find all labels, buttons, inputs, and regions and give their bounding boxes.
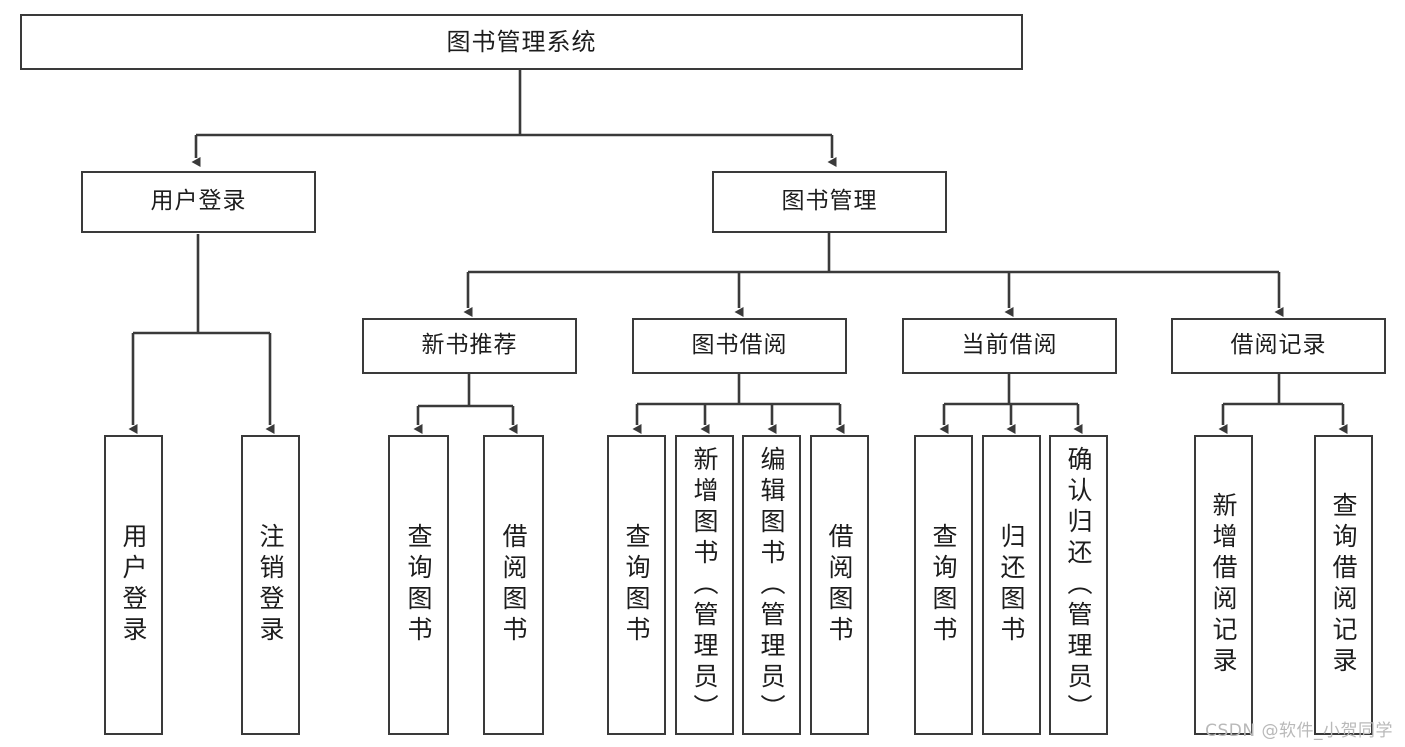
node-root[interactable]: 图书管理系统 [20, 14, 1023, 70]
node-leaf-query-book-c-label: 查询图书 [929, 523, 958, 647]
node-current-borrow[interactable]: 当前借阅 [902, 318, 1117, 374]
node-current-borrow-label: 当前借阅 [961, 332, 1058, 359]
node-leaf-logout-login[interactable]: 注销登录 [241, 435, 300, 735]
csdn-watermark: CSDN @软件_小贺同学 [1205, 721, 1393, 741]
node-leaf-return-book[interactable]: 归还图书 [982, 435, 1041, 735]
node-book-manage[interactable]: 图书管理 [712, 171, 947, 233]
node-leaf-query-book-a-label: 查询图书 [404, 523, 433, 647]
node-leaf-query-book-a[interactable]: 查询图书 [388, 435, 449, 735]
node-leaf-borrow-book-b-label: 借阅图书 [825, 523, 854, 647]
node-leaf-add-borrow-record-label: 新增借阅记录 [1209, 492, 1238, 678]
node-leaf-borrow-book-b[interactable]: 借阅图书 [810, 435, 869, 735]
node-leaf-query-book-b-label: 查询图书 [622, 523, 651, 647]
node-leaf-edit-book-admin[interactable]: 编辑图书（管理员） [742, 435, 801, 735]
node-leaf-confirm-return-admin[interactable]: 确认归还（管理员） [1049, 435, 1108, 735]
node-leaf-add-book-admin[interactable]: 新增图书（管理员） [675, 435, 734, 735]
node-leaf-borrow-book-a-label: 借阅图书 [499, 523, 528, 647]
node-leaf-query-book-c[interactable]: 查询图书 [914, 435, 973, 735]
node-leaf-add-book-admin-label: 新增图书（管理员） [690, 445, 719, 725]
node-book-manage-label: 图书管理 [781, 188, 878, 215]
node-borrow-record-label: 借阅记录 [1230, 332, 1327, 359]
node-user-login-label: 用户登录 [150, 188, 247, 215]
node-leaf-confirm-return-admin-label: 确认归还（管理员） [1064, 445, 1093, 725]
node-book-borrow[interactable]: 图书借阅 [632, 318, 847, 374]
node-leaf-add-borrow-record[interactable]: 新增借阅记录 [1194, 435, 1253, 735]
node-root-label: 图书管理系统 [446, 27, 597, 56]
node-borrow-record[interactable]: 借阅记录 [1171, 318, 1386, 374]
node-leaf-user-login[interactable]: 用户登录 [104, 435, 163, 735]
node-book-borrow-label: 图书借阅 [691, 332, 788, 359]
node-leaf-return-book-label: 归还图书 [997, 523, 1026, 647]
node-leaf-query-borrow-record-label: 查询借阅记录 [1329, 492, 1358, 678]
node-leaf-user-login-label: 用户登录 [119, 523, 148, 647]
node-leaf-logout-login-label: 注销登录 [256, 523, 285, 647]
node-new-book-recommend-label: 新书推荐 [421, 332, 518, 359]
node-new-book-recommend[interactable]: 新书推荐 [362, 318, 577, 374]
node-user-login[interactable]: 用户登录 [81, 171, 316, 233]
node-leaf-edit-book-admin-label: 编辑图书（管理员） [757, 445, 786, 725]
node-leaf-borrow-book-a[interactable]: 借阅图书 [483, 435, 544, 735]
node-leaf-query-book-b[interactable]: 查询图书 [607, 435, 666, 735]
node-leaf-query-borrow-record[interactable]: 查询借阅记录 [1314, 435, 1373, 735]
